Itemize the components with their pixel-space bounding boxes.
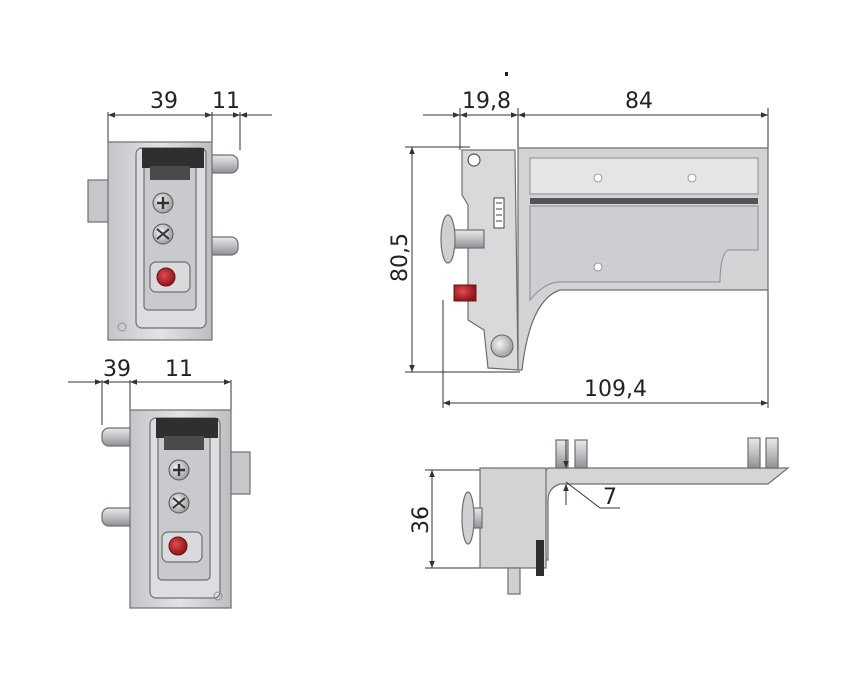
plan-arm <box>539 467 790 561</box>
phillips-screw-icon <box>152 192 174 214</box>
dim-bottom-left-width: 39 <box>103 357 131 382</box>
red-adjuster-icon <box>161 531 203 563</box>
red-adjuster-icon <box>149 261 191 293</box>
pozidriv-screw-icon <box>168 492 190 514</box>
dim-top-left-pin: 11 <box>212 89 240 114</box>
side-view: 19,8 84 80,5 109,4 <box>388 72 769 408</box>
leader-line <box>565 481 601 509</box>
dim-top-left-width: 39 <box>150 89 178 114</box>
phillips-screw-icon <box>168 459 190 481</box>
front-view-top: 39 11 <box>87 89 272 341</box>
plan-body <box>479 467 547 569</box>
dim-side-length: 84 <box>625 89 653 114</box>
dim-side-offset: 19,8 <box>462 89 511 114</box>
dim-bottom-left-pin: 11 <box>165 357 193 382</box>
red-adjuster-icon <box>453 284 477 302</box>
dim-plan-height: 36 <box>409 506 434 534</box>
dim-plan-thickness: 7 <box>603 485 617 510</box>
front-view-bottom: 39 11 <box>68 357 251 609</box>
dim-side-total: 109,4 <box>584 377 647 402</box>
mounting-plate <box>461 149 519 371</box>
dim-side-height: 80,5 <box>388 233 413 282</box>
mounting-pin-icon <box>440 214 485 264</box>
mounting-pin-icon <box>461 491 483 545</box>
plan-view: 36 7 <box>409 437 790 595</box>
pozidriv-screw-icon <box>152 223 174 245</box>
